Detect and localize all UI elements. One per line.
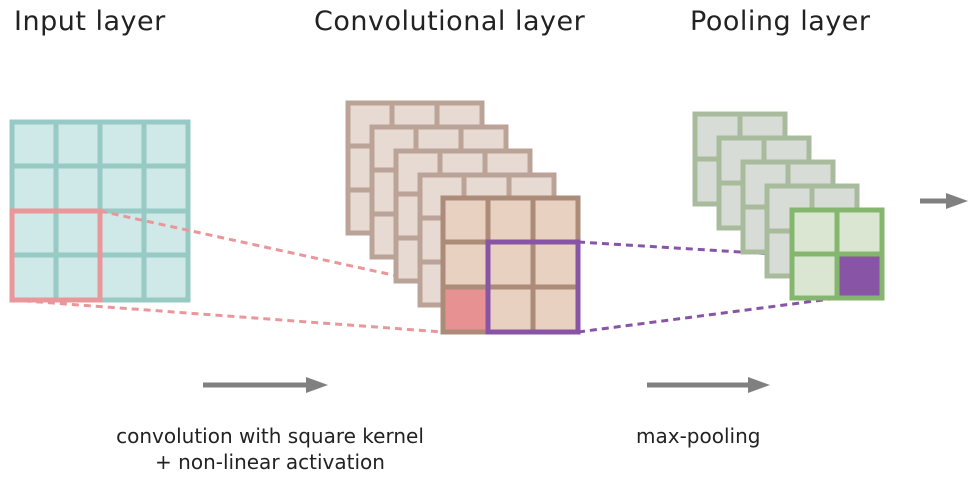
pool-front-grid-lines <box>789 207 885 301</box>
pool-map-front <box>789 207 885 301</box>
convolution-arrow <box>203 377 328 393</box>
conv-pooling-window <box>485 239 581 335</box>
convolution-caption-line2: + non-linear activation <box>155 450 385 474</box>
convolution-caption-line1: convolution with square kernel <box>116 424 424 448</box>
kernel-projection-lines <box>11 209 444 334</box>
convolutional-layer-heading: Convolutional layer <box>314 6 586 37</box>
conv-feature-map-front <box>440 195 581 335</box>
conv-kernel-result-cell <box>443 287 488 332</box>
input-kernel-window <box>9 208 103 303</box>
pooling-layer-heading: Pooling layer <box>690 6 871 37</box>
input-layer-heading: Input layer <box>14 6 166 37</box>
input-layer-grid <box>9 119 191 303</box>
pool-max-cell <box>838 256 882 298</box>
output-arrow <box>920 193 968 209</box>
max-pooling-caption: max-pooling <box>636 424 761 448</box>
max-pooling-arrow <box>647 377 770 393</box>
convolution-caption: convolution with square kernel + non-lin… <box>60 424 480 474</box>
